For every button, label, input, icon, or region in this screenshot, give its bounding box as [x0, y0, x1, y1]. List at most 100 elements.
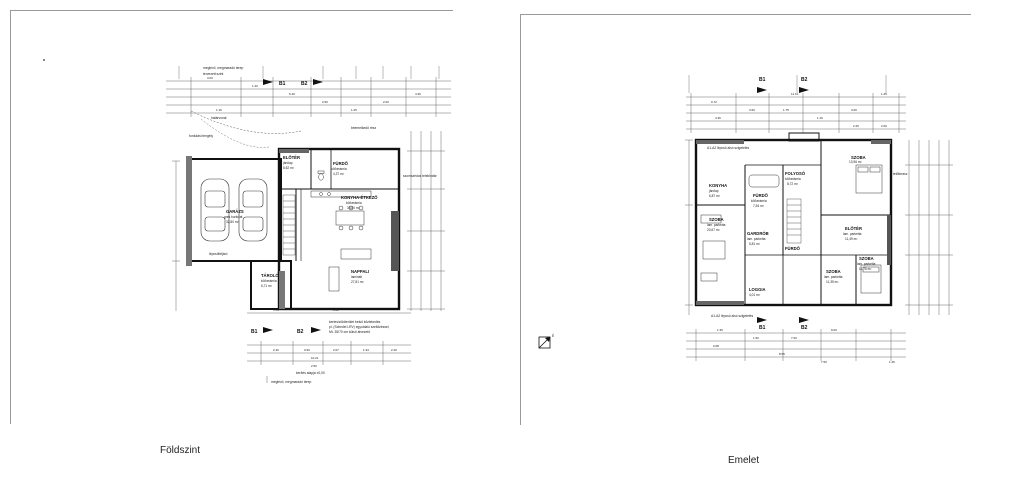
- left-dimension-lines: [172, 160, 180, 311]
- svg-text:FOLYOSÓ: FOLYOSÓ: [785, 171, 806, 176]
- svg-text:8,72 m²: 8,72 m²: [787, 182, 798, 186]
- bottom-terrain-note: meglévő, megmaradó terep: [271, 380, 311, 384]
- left-dimension-lines: [685, 139, 693, 315]
- section-marker-top-b2: B2: [301, 79, 323, 87]
- upper-floor-plan: 11.10 1.45 0.72 3.60 1.75 3.60 4.36 1.16…: [538, 75, 953, 364]
- svg-text:kő/kerámia: kő/kerámia: [785, 177, 801, 181]
- dim-label: 7.50: [821, 360, 827, 364]
- dim-label: 1.16: [216, 108, 222, 112]
- dim-label: 3.00: [207, 76, 213, 80]
- svg-text:járólap: járólap: [282, 161, 293, 165]
- bottom-dimension-values: 1.35 9.00 7.00 1.50 0.68 8.65 7.50 1.45: [713, 328, 895, 364]
- dim-label: 2.50: [311, 364, 317, 368]
- svg-text:kő/kerámia: kő/kerámia: [346, 201, 362, 205]
- room-bath-2: FÜRDŐ: [785, 246, 801, 251]
- room-2: SZOBA lam. parketta 11,35 m²: [824, 269, 843, 284]
- dim-label: 2.07: [333, 348, 339, 352]
- dim-label: 2.00: [383, 100, 389, 104]
- bottom-note-1: kertes/zöldterület belső közlekedés: [329, 320, 381, 324]
- svg-text:6,87 m²: 6,87 m²: [709, 194, 720, 198]
- stairs-note: lépcsőfeljáró: [209, 252, 228, 256]
- top-dimension-values: 3.00 1.40 5.40 2.50 1.25 2.00 4.36 1.16: [207, 76, 421, 112]
- dim-label: 2.40: [391, 348, 397, 352]
- svg-text:B2: B2: [297, 329, 304, 335]
- dim-label: 9.60: [333, 308, 339, 312]
- right-dimension-lines: [905, 140, 953, 315]
- sheet-mark: [43, 59, 45, 61]
- dim-label: 0.93: [304, 348, 310, 352]
- svg-text:NAPPALI: NAPPALI: [351, 269, 369, 274]
- room-wc: FÜRDŐ kő/kerámia 4,37 m²: [331, 161, 349, 176]
- svg-text:11,49 m²: 11,49 m²: [845, 237, 857, 241]
- svg-text:lam. parketta: lam. parketta: [824, 275, 843, 279]
- north-arrow-icon: É: [538, 333, 555, 349]
- ground-floor-caption: Földszint: [160, 445, 201, 456]
- section-marker-bottom-b1: B1: [251, 327, 273, 335]
- car-icon: [200, 178, 230, 242]
- room-kitchen: KONYHA-ÉTKEZŐ kő/kerámia 33,80 m²: [341, 195, 378, 210]
- svg-text:B2: B2: [801, 325, 808, 331]
- top-dimension-values: 11.10 1.45 0.72 3.60 1.75 3.60 4.36 1.16…: [711, 92, 887, 128]
- svg-text:B1: B1: [759, 325, 766, 331]
- svg-text:SZOBA: SZOBA: [709, 217, 724, 222]
- svg-text:FÜRDŐ: FÜRDŐ: [785, 246, 801, 251]
- kitchen-counter: [310, 190, 372, 198]
- bottom-level-note: kerítés alapja ±0,00: [296, 371, 325, 375]
- dim-label: 8.65: [779, 352, 785, 356]
- svg-text:lam. parketta: lam. parketta: [707, 223, 726, 227]
- svg-text:4,37 m²: 4,37 m²: [333, 172, 344, 176]
- room-living: NAPPALI laminált 27,81 m²: [351, 269, 369, 284]
- dim-label: 1.34: [363, 348, 369, 352]
- svg-text:11,35 m²: 11,35 m²: [826, 280, 838, 284]
- dim-label: 1.75: [783, 108, 789, 112]
- svg-text:FÜRDŐ: FÜRDŐ: [333, 161, 349, 166]
- svg-text:B1: B1: [279, 81, 286, 87]
- dim-label: 1.35: [717, 328, 723, 332]
- svg-text:B1: B1: [251, 329, 258, 335]
- svg-text:KONYHA: KONYHA: [709, 183, 727, 188]
- bottom-note-2: pl. (Schedel LRV) egyoldalú szellőzéssel…: [329, 325, 389, 329]
- section-marker-top-b1: B1: [263, 79, 286, 87]
- toilet-icon: [317, 170, 325, 181]
- dim-label: 4.36: [415, 92, 421, 96]
- top-dimension-lines: [686, 93, 906, 133]
- dim-label: 1.25: [351, 108, 357, 112]
- lift-note: beemelkedő rész: [351, 126, 376, 130]
- dim-label: 4.36: [715, 116, 721, 120]
- staircase: [282, 194, 296, 256]
- svg-text:SZOBA: SZOBA: [851, 155, 866, 160]
- staircase: [786, 198, 802, 244]
- room-loggia: LOGGIA 4,01 m²: [749, 287, 766, 297]
- svg-text:13,96 m²: 13,96 m²: [849, 160, 862, 164]
- bottom-dimension-lines: [686, 329, 906, 361]
- svg-text:KONYHA-ÉTKEZŐ: KONYHA-ÉTKEZŐ: [341, 195, 378, 200]
- svg-text:B1: B1: [759, 77, 766, 83]
- dining-table: [335, 205, 365, 231]
- room-bedroom: SZOBA 13,96 m²: [849, 155, 866, 164]
- room-hall: FOLYOSÓ kő/kerámia 8,72 m²: [785, 171, 806, 186]
- room-office: KONYHA járólap 6,87 m²: [708, 183, 727, 198]
- room-1: SZOBA lam. parketta 20,67 m²: [707, 217, 726, 232]
- room-bath: FÜRDŐ kő/kerámia 7,54 m²: [751, 193, 769, 208]
- boundary-note: határvonal: [211, 116, 227, 120]
- section-marker-bottom-b2: B2: [297, 327, 321, 335]
- dim-label: 2.25: [853, 124, 859, 128]
- bathtub-icon: [748, 174, 780, 188]
- bed-icon: [855, 164, 883, 194]
- svg-text:kő/kerámia: kő/kerámia: [261, 279, 277, 283]
- elevation-ticks: [178, 66, 440, 79]
- garage-note: fordulási tengely: [189, 134, 213, 138]
- room-garage: GARÁZS gres burkolat 32,80 m²: [224, 209, 244, 224]
- svg-text:4,01 m²: 4,01 m²: [749, 293, 760, 297]
- svg-text:É: É: [552, 333, 555, 338]
- terrain-note: meglévő, megmaradó terep: [203, 66, 243, 70]
- svg-text:gres burkolat: gres burkolat: [224, 215, 243, 219]
- right-dimension-lines: [407, 131, 445, 311]
- room-storage: TÁROLÓ kő/kerámia 6,71 m²: [261, 273, 279, 288]
- upper-floor-caption: Emelet: [728, 455, 760, 466]
- svg-text:lam. parketta: lam. parketta: [843, 232, 862, 236]
- right-note: tetőterasz: [893, 172, 908, 176]
- dim-label: 5.60: [273, 308, 279, 312]
- svg-text:FÜRDŐ: FÜRDŐ: [753, 193, 769, 198]
- bottom-left-note: A1-A2 lépcső alsó szigetelés: [711, 314, 754, 318]
